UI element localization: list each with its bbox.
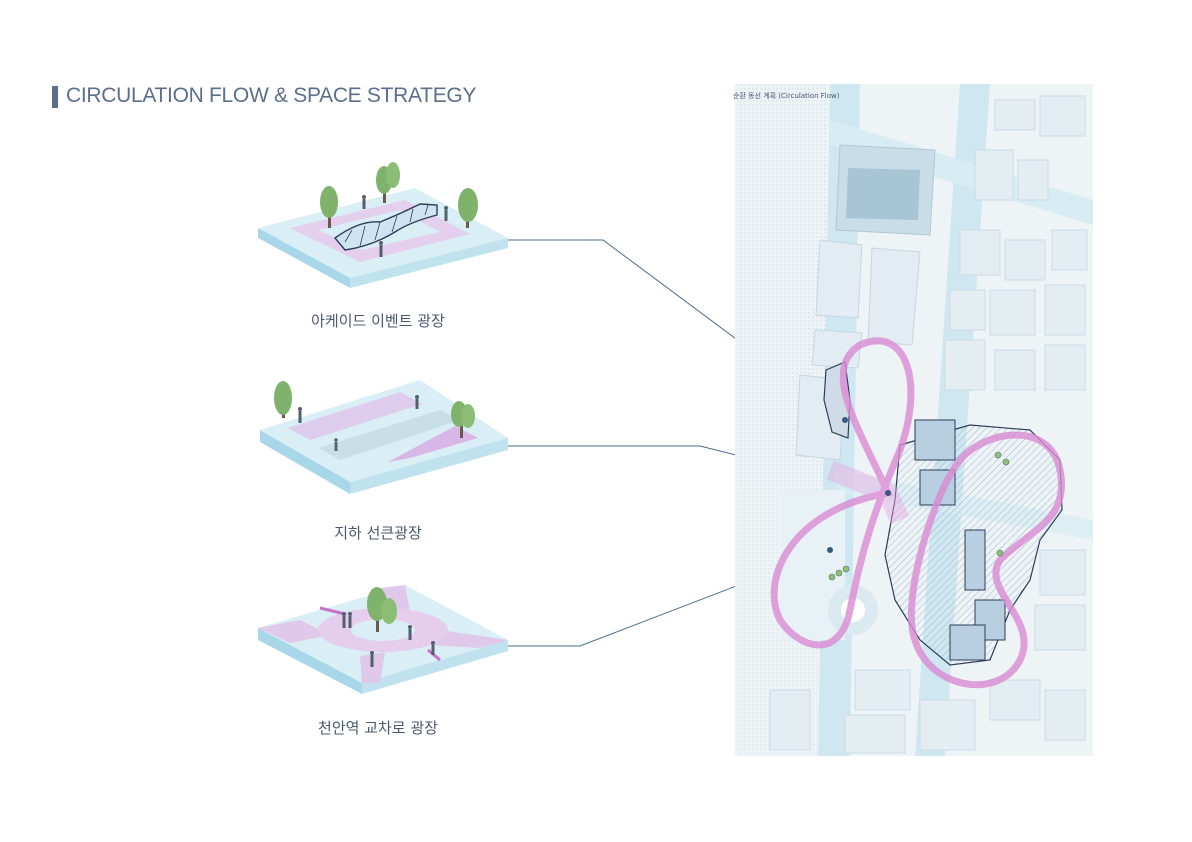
tree-icon [320,186,338,228]
title-accent-bar [52,86,58,108]
tree-icon [367,587,397,632]
tree-icon [451,401,475,438]
space-caption-intersection: 천안역 교차로 광장 [318,719,438,737]
marker-dot [827,417,891,553]
person-icon [342,612,435,667]
sunken-plaza-illustration [260,380,508,494]
page-title: CIRCULATION FLOW & SPACE STRATEGY [66,84,477,107]
space-caption-arcade: 아케이드 이벤트 광장 [311,312,445,330]
tree-icon [458,188,478,228]
person-icon [362,195,448,257]
intersection-plaza-illustration [258,585,508,694]
tree-icon [376,162,400,203]
tree-icon [274,381,292,418]
circulation-loop [770,337,1065,689]
arcade-plaza-illustration [258,162,508,288]
space-caption-sunken: 지하 선큰광장 [334,524,422,542]
site-map [735,84,1093,756]
map-label: 순환 동선 계획 (Circulation Flow) [733,92,840,100]
person-icon [298,395,419,451]
